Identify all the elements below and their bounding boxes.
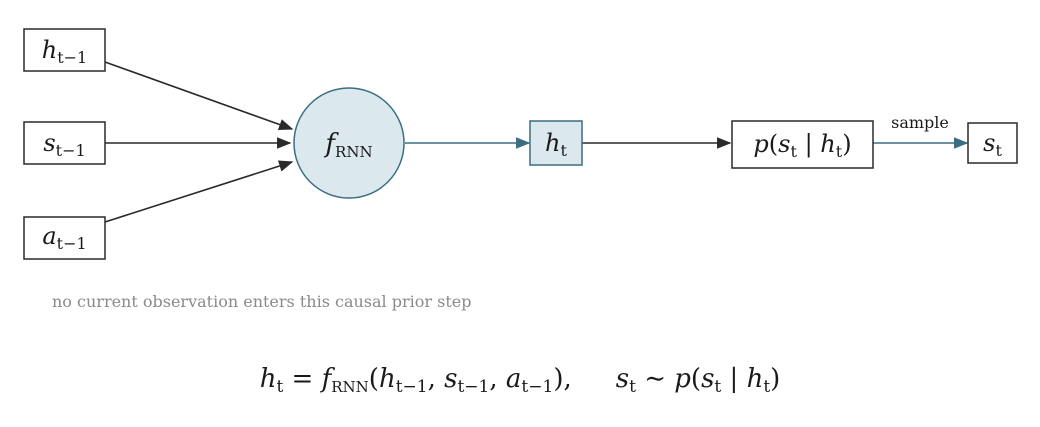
svg-text:ht−1: ht−1 xyxy=(42,36,87,67)
svg-text:at−1: at−1 xyxy=(42,222,86,253)
node-s-t: st xyxy=(967,122,1018,164)
equation-rssm-prior: ht = fRNN(ht−1, st−1, at−1),st ∼ p(st | … xyxy=(260,364,781,397)
edge-label-sample: sample xyxy=(891,113,949,132)
node-f-rnn: fRNN xyxy=(293,87,405,199)
svg-text:ht: ht xyxy=(545,129,567,160)
svg-text:st−1: st−1 xyxy=(43,129,85,160)
svg-text:p(st | ht): p(st | ht) xyxy=(753,130,851,161)
causal-prior-note: no current observation enters this causa… xyxy=(52,292,471,311)
node-a-prev: at−1 xyxy=(23,216,106,260)
edge-h-prev-to-f-rnn xyxy=(104,61,294,131)
node-s-prev: st−1 xyxy=(23,121,106,165)
svg-text:st: st xyxy=(983,129,1002,160)
node-prior-distribution: p(st | ht) xyxy=(731,120,874,169)
node-h-prev: ht−1 xyxy=(23,28,106,72)
node-h-t: ht xyxy=(529,120,583,166)
edge-a-prev-to-f-rnn xyxy=(104,160,294,223)
